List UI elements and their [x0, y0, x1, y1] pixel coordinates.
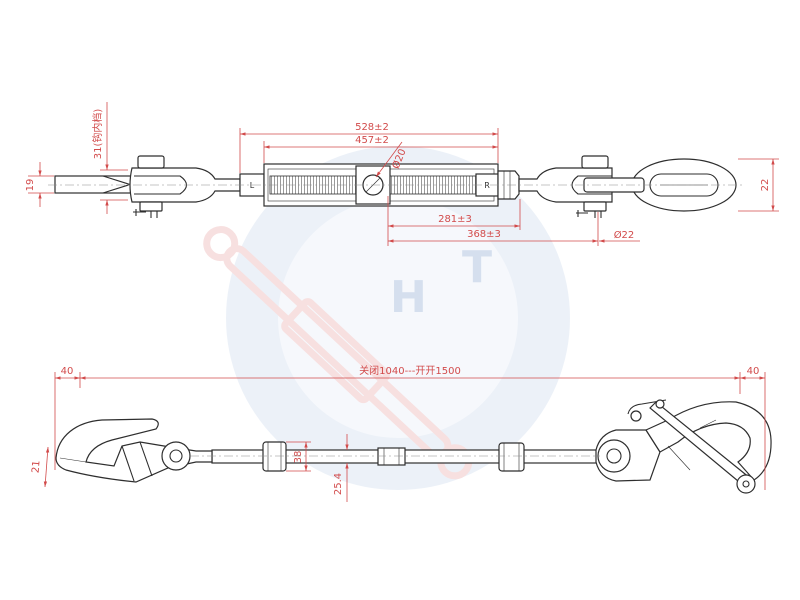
dim-right-end: 40 [747, 366, 760, 377]
leader-pin [375, 141, 403, 178]
dim-line-hook [43, 446, 50, 488]
right-cotter-pin [576, 210, 602, 218]
dim-rod-left-size: 19 [25, 179, 36, 192]
rod-joint [377, 447, 406, 466]
right-eye [597, 439, 631, 473]
watermark-letter-t: T [462, 242, 492, 293]
right-jaw [518, 155, 645, 218]
left-thread-mark: L [250, 181, 255, 190]
latch-pivot [655, 399, 665, 409]
dim-jaw-gap: 31(钩内档) [91, 109, 104, 160]
left-sleeve [262, 441, 287, 472]
dim-body-length: 457±2 [355, 135, 389, 146]
latch-handle [627, 399, 667, 415]
top-dimensions: 528±2 457±2 Ø20 281±3 368±3 Ø22 19 31(钩内… [25, 102, 779, 246]
dim-rod-diameter: Ø22 [614, 229, 635, 241]
dim-length-range: 关闭1040---开开1500 [359, 364, 461, 377]
left-hook [55, 418, 213, 483]
side-dimensions: 40 关闭1040---开开1500 40 38 25.4 21 [30, 364, 766, 502]
left-bolt-nut [139, 201, 163, 212]
left-cotter-pin [133, 209, 158, 218]
left-rod-end [54, 175, 136, 194]
left-bolt-head [137, 155, 165, 169]
right-bolt-nut [583, 201, 607, 212]
watermark-letter-h: H [390, 272, 427, 323]
dim-hook-size: 21 [30, 460, 42, 474]
dim-link-size: 22 [760, 179, 771, 192]
right-bolt-head [581, 155, 609, 169]
dim-rod-diameter-side: 25.4 [333, 473, 344, 495]
right-thread-mark: R [484, 181, 490, 190]
right-hook-assembly [595, 399, 772, 494]
dim-overall-length: 528±2 [355, 122, 389, 133]
dim-thread-length: 281±3 [438, 214, 472, 225]
side-view: 40 关闭1040---开开1500 40 38 25.4 21 [30, 364, 772, 502]
top-view: L R [25, 102, 779, 246]
left-jaw [129, 155, 241, 218]
dim-thread-to-pin: 368±3 [467, 229, 501, 240]
latch-roller [736, 474, 756, 494]
dim-sleeve-diameter: 38 [293, 451, 304, 464]
dim-left-end: 40 [61, 366, 74, 377]
right-sleeve [498, 442, 525, 472]
left-eye [161, 441, 191, 471]
